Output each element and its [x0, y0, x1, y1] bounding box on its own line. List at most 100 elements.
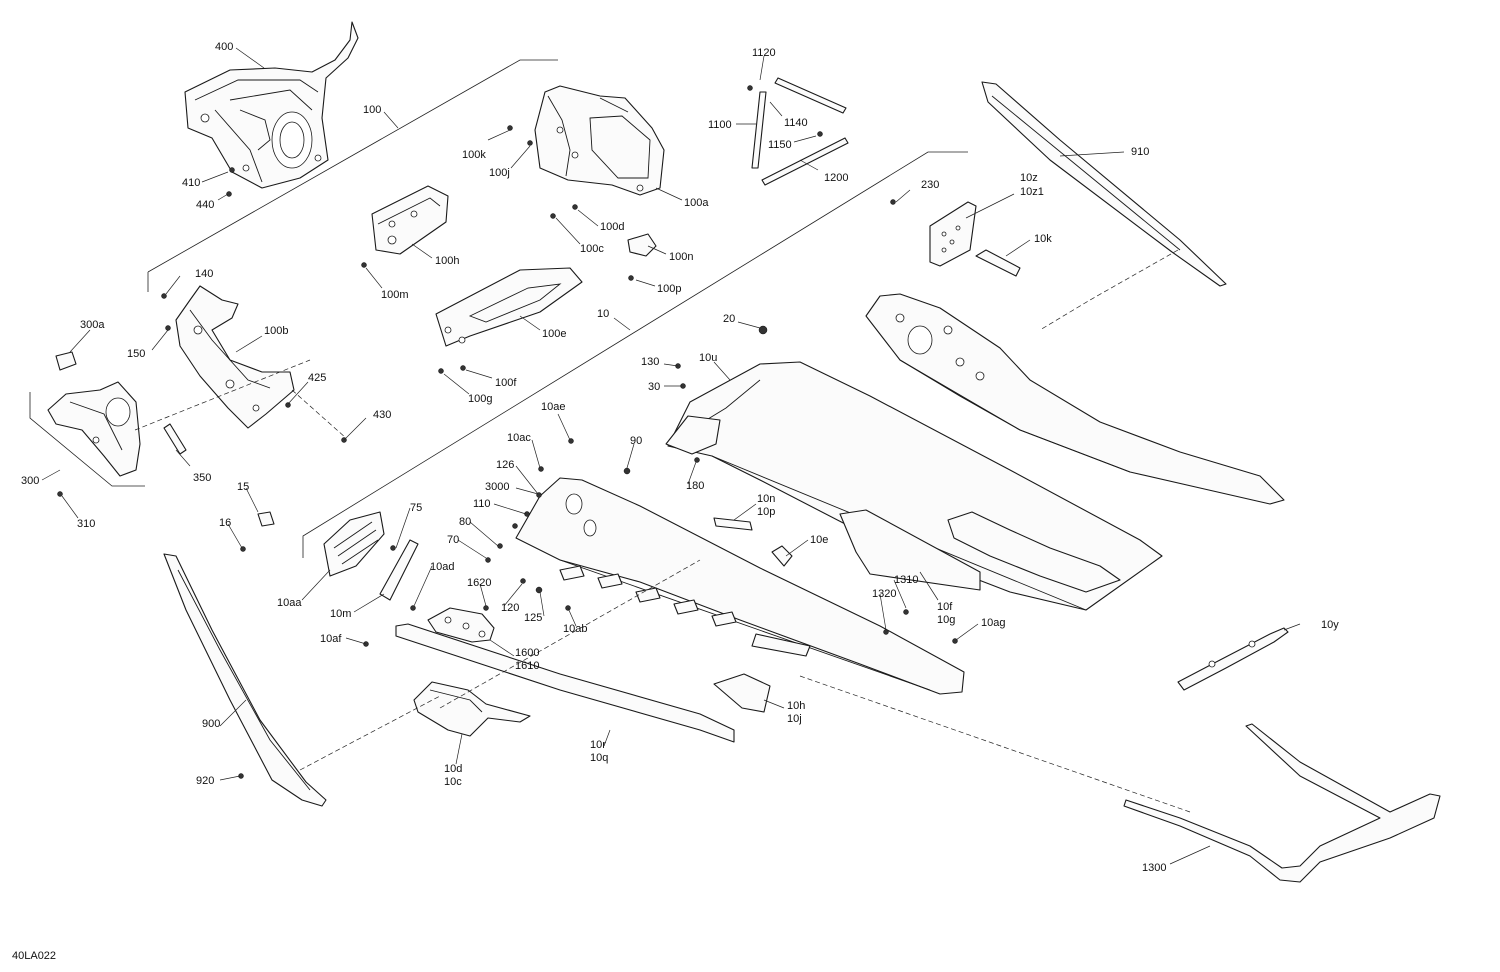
part-bracket-100e	[435, 267, 583, 347]
callout-100b: 100b	[264, 325, 288, 337]
callout-10g: 10g	[937, 614, 955, 626]
callout-10q: 10q	[590, 752, 608, 764]
callout-430: 430	[373, 409, 391, 421]
callout-180: 180	[686, 480, 704, 492]
callout-1300: 1300	[1142, 862, 1166, 874]
part-strip-10r	[395, 623, 735, 743]
callout-10r: 10r	[590, 739, 606, 751]
callout-75: 75	[410, 502, 422, 514]
part-10k	[975, 249, 1021, 277]
callout-910: 910	[1131, 146, 1149, 158]
callout-10p: 10p	[757, 506, 775, 518]
part-front-frame-400	[184, 21, 359, 189]
part-10ad	[379, 539, 419, 601]
callout-10aa: 10aa	[277, 597, 302, 609]
callout-labels: 400 100 410 440 100k 100j 100a 100d 100c…	[21, 41, 1339, 874]
callout-3000: 3000	[485, 481, 509, 493]
callout-10f: 10f	[937, 601, 953, 613]
part-clip-100n	[627, 233, 657, 257]
part-plate-100h	[371, 185, 449, 255]
callout-10ag: 10ag	[981, 617, 1005, 629]
callout-126: 126	[496, 459, 514, 471]
callout-350: 350	[193, 472, 211, 484]
part-bracket-100b	[175, 285, 295, 429]
callout-310: 310	[77, 518, 95, 530]
callout-10y: 10y	[1321, 619, 1339, 631]
callout-10j: 10j	[787, 713, 802, 725]
callout-125: 125	[524, 612, 542, 624]
callout-100: 100	[363, 104, 381, 116]
callout-1620: 1620	[467, 577, 491, 589]
part-rail-10y	[1177, 627, 1289, 691]
callout-10ab: 10ab	[563, 623, 587, 635]
part-bracket-10z	[929, 201, 977, 267]
callout-10ac: 10ac	[507, 432, 531, 444]
callout-440: 440	[196, 199, 214, 211]
callout-10n: 10n	[757, 493, 775, 505]
callout-920: 920	[196, 775, 214, 787]
part-bushing-300a	[55, 351, 77, 371]
callout-100j: 100j	[489, 167, 510, 179]
part-rods-1100-1200	[747, 77, 849, 186]
callout-100n: 100n	[669, 251, 693, 263]
callout-150: 150	[127, 348, 145, 360]
callout-10u: 10u	[699, 352, 717, 364]
callout-1610: 1610	[515, 660, 539, 672]
callout-10z1: 10z1	[1020, 186, 1044, 198]
part-bracket-10d	[413, 681, 531, 737]
part-grille-10aa	[323, 511, 385, 577]
callout-100d: 100d	[600, 221, 624, 233]
callout-1120: 1120	[752, 47, 776, 59]
part-tunnel-10u	[665, 361, 1163, 611]
callout-120: 120	[501, 602, 519, 614]
callout-100h: 100h	[435, 255, 459, 267]
callout-10h: 10h	[787, 700, 805, 712]
callout-300a: 300a	[80, 319, 105, 331]
callout-1150: 1150	[768, 139, 792, 151]
leader-lines	[41, 47, 1301, 865]
callout-80: 80	[459, 516, 471, 528]
callout-20: 20	[723, 313, 735, 325]
part-10n	[713, 517, 753, 531]
callout-140: 140	[195, 268, 213, 280]
callout-90: 90	[630, 435, 642, 447]
guide-lines	[29, 59, 1191, 813]
callout-130: 130	[641, 356, 659, 368]
part-bumper-1300	[1123, 723, 1441, 883]
part-bracket-300	[47, 381, 141, 477]
callout-10z: 10z	[1020, 172, 1038, 184]
part-rail-900	[163, 553, 327, 807]
callout-230: 230	[921, 179, 939, 191]
callout-100k: 100k	[462, 149, 486, 161]
callout-900: 900	[202, 718, 220, 730]
callout-300: 300	[21, 475, 39, 487]
callout-1310: 1310	[894, 574, 918, 586]
callout-110: 110	[473, 498, 491, 510]
callout-100c: 100c	[580, 243, 604, 255]
callout-10ad: 10ad	[430, 561, 454, 573]
callout-100p: 100p	[657, 283, 681, 295]
callout-10d: 10d	[444, 763, 462, 775]
part-panel-10f	[839, 509, 981, 591]
callout-1320: 1320	[872, 588, 896, 600]
callout-10af: 10af	[320, 633, 342, 645]
callout-1140: 1140	[784, 117, 808, 129]
callout-100g: 100g	[468, 393, 492, 405]
part-side-panel-right	[865, 293, 1285, 505]
part-bracket-100a	[534, 85, 665, 196]
callout-100a: 100a	[684, 197, 709, 209]
callout-10c: 10c	[444, 776, 462, 788]
part-rail-910	[981, 81, 1227, 287]
part-bushing-15	[257, 511, 275, 527]
part-side-panel-10	[515, 477, 965, 695]
callout-30: 30	[648, 381, 660, 393]
part-10e	[771, 545, 793, 567]
figure-id: 40LA022	[12, 950, 56, 962]
callout-16: 16	[219, 517, 231, 529]
callout-1600: 1600	[515, 647, 539, 659]
part-plate-1600	[427, 607, 495, 643]
callout-10e: 10e	[810, 534, 828, 546]
callout-15: 15	[237, 481, 249, 493]
callout-100m: 100m	[381, 289, 409, 301]
